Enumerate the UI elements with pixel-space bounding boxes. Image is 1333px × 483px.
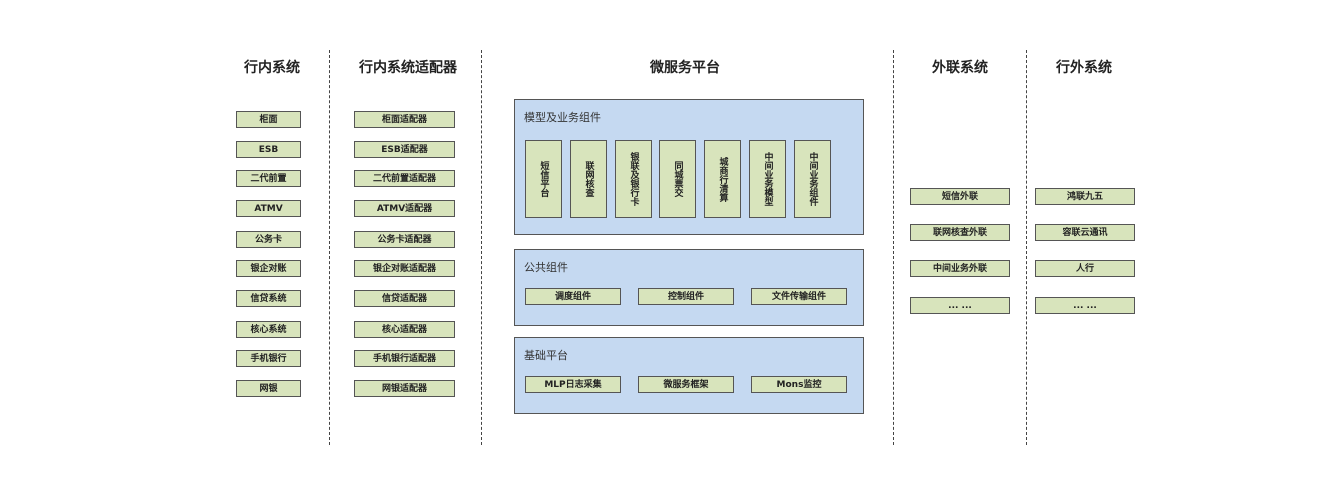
common-component[interactable]: 文件传输组件	[751, 288, 847, 305]
model-component-label: 联网核查	[583, 161, 594, 197]
model-component-label: 同城票交	[672, 161, 683, 197]
model-component-label: 中间业务模型	[762, 152, 773, 206]
inner-system-item[interactable]: 信贷系统	[236, 290, 301, 307]
model-component-label: 中间业务组件	[807, 152, 818, 206]
model-component[interactable]: 短信平台	[525, 140, 562, 218]
base-component[interactable]: MLP日志采集	[525, 376, 621, 393]
model-component[interactable]: 联网核查	[570, 140, 607, 218]
model-components-panel: 模型及业务组件 短信平台 联网核查 银联及银行卡 同城票交 城商行清算 中间业务…	[514, 99, 864, 235]
model-component-label: 城商行清算	[717, 156, 728, 202]
inner-system-item[interactable]: 核心系统	[236, 321, 301, 338]
external-link-item[interactable]: 中间业务外联	[910, 260, 1010, 277]
adapter-item[interactable]: 网银适配器	[354, 380, 455, 397]
adapter-item[interactable]: 银企对账适配器	[354, 260, 455, 277]
separator-3	[893, 50, 894, 445]
model-component[interactable]: 中间业务组件	[794, 140, 831, 218]
common-component[interactable]: 控制组件	[638, 288, 734, 305]
adapter-item[interactable]: 核心适配器	[354, 321, 455, 338]
inner-system-item[interactable]: 柜面	[236, 111, 301, 128]
separator-1	[329, 50, 330, 445]
model-component[interactable]: 同城票交	[659, 140, 696, 218]
adapter-item[interactable]: ESB适配器	[354, 141, 455, 158]
model-component[interactable]: 城商行清算	[704, 140, 741, 218]
model-component-label: 短信平台	[538, 161, 549, 197]
model-components-title: 模型及业务组件	[524, 111, 601, 124]
external-link-title: 外联系统	[932, 60, 988, 76]
adapter-item[interactable]: 柜面适配器	[354, 111, 455, 128]
outer-system-item[interactable]: 鸿联九五	[1035, 188, 1135, 205]
adapter-title: 行内系统适配器	[359, 60, 457, 76]
inner-systems-title: 行内系统	[244, 60, 300, 76]
adapter-item[interactable]: ATMV适配器	[354, 200, 455, 217]
inner-system-item[interactable]: 公务卡	[236, 231, 301, 248]
model-component[interactable]: 银联及银行卡	[615, 140, 652, 218]
inner-system-item[interactable]: ATMV	[236, 200, 301, 217]
separator-2	[481, 50, 482, 445]
separator-4	[1026, 50, 1027, 445]
inner-system-item[interactable]: 银企对账	[236, 260, 301, 277]
adapter-item[interactable]: 手机银行适配器	[354, 350, 455, 367]
common-component[interactable]: 调度组件	[525, 288, 621, 305]
common-components-title: 公共组件	[524, 261, 568, 274]
base-component[interactable]: Mons监控	[751, 376, 847, 393]
inner-system-item[interactable]: 手机银行	[236, 350, 301, 367]
model-component[interactable]: 中间业务模型	[749, 140, 786, 218]
microservice-platform-title: 微服务平台	[650, 60, 720, 76]
outer-system-item[interactable]: 人行	[1035, 260, 1135, 277]
external-link-item[interactable]: 联网核查外联	[910, 224, 1010, 241]
common-components-panel: 公共组件 调度组件 控制组件 文件传输组件	[514, 249, 864, 326]
adapter-item[interactable]: 公务卡适配器	[354, 231, 455, 248]
model-component-label: 银联及银行卡	[628, 152, 639, 206]
base-platform-title: 基础平台	[524, 349, 568, 362]
external-link-item[interactable]: 短信外联	[910, 188, 1010, 205]
base-platform-panel: 基础平台 MLP日志采集 微服务框架 Mons监控	[514, 337, 864, 414]
external-link-item[interactable]: ... ...	[910, 297, 1010, 314]
base-component[interactable]: 微服务框架	[638, 376, 734, 393]
outer-systems-title: 行外系统	[1056, 60, 1112, 76]
outer-system-item[interactable]: 容联云通讯	[1035, 224, 1135, 241]
adapter-item[interactable]: 二代前置适配器	[354, 170, 455, 187]
inner-system-item[interactable]: 网银	[236, 380, 301, 397]
inner-system-item[interactable]: ESB	[236, 141, 301, 158]
adapter-item[interactable]: 信贷适配器	[354, 290, 455, 307]
outer-system-item[interactable]: ... ...	[1035, 297, 1135, 314]
inner-system-item[interactable]: 二代前置	[236, 170, 301, 187]
